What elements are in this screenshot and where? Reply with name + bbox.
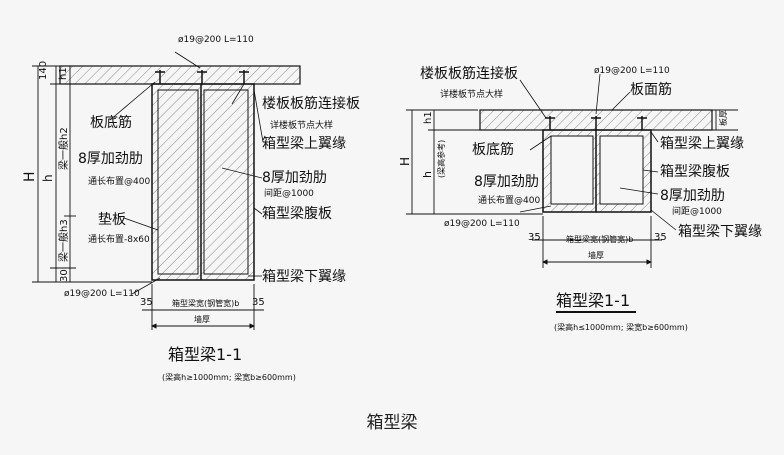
left-dim-h: h [41,174,55,182]
right-slab-face-rebar: 板面筋 [630,81,672,98]
left-stiffener-right: 8厚加劲肋 [262,170,327,186]
left-stiffener-pitch: 通长布置@400 [88,175,150,187]
left-connect-plate: 楼板板筋连接板 [262,95,360,112]
left-dim-h1: h1 [58,67,69,80]
left-shim: 垫板 [98,212,126,228]
left-width-label: 箱型梁宽(钢管宽)b [172,298,239,308]
right-studs [545,116,647,130]
right-stiffener-pitch: 通长布置@400 [478,194,540,206]
left-leaders [109,51,264,295]
right-dim-35a: 35 [528,232,541,243]
left-top-rebar: ø19@200 L=110 [178,35,254,45]
right-section: 楼板板筋连接板 ø19@200 L=110 详楼板节点大样 板面筋 h1 H h… [398,65,762,332]
left-dim-35b: 35 [252,297,265,308]
right-connect-plate: 楼板板筋连接板 [420,65,518,82]
left-dim-H: H [22,171,38,182]
right-width-label: 箱型梁宽(钢管宽)b [566,234,633,244]
right-dim-side: (梁高参考) [436,140,446,178]
right-box-inner-right [599,135,644,205]
right-bottom-rebar: ø19@200 L=110 [444,219,520,229]
right-slab-side: 板厚 [718,110,728,126]
right-stiffener-spacing: 间距@1000 [672,205,722,217]
left-title: 箱型梁1-1 [168,345,242,364]
left-subtitle: (梁高h≥1000mm; 梁宽b≥600mm) [162,372,296,382]
right-lower-flange: 箱型梁下翼缘 [678,224,762,240]
left-box-inner-right [203,89,249,275]
right-leaders [519,73,677,231]
left-section: ø19@200 L=110 140 h1 H h 梁一般h2 梁一般h3 30 … [22,35,360,382]
right-dim-h: h [421,171,434,178]
left-wall-label: 墙厚 [194,314,210,324]
left-stiffener: 8厚加劲肋 [78,151,143,167]
left-node-detail: 详楼板节点大样 [270,119,333,131]
right-dimensions [406,109,738,268]
left-dim-h3: 梁一般h3 [57,219,70,262]
left-board-rebar: 板底筋 [90,114,132,131]
right-wall-label: 墙厚 [588,250,604,260]
right-box-inner-left [550,135,594,205]
left-slab [59,65,301,85]
left-dim-35a: 35 [140,297,153,308]
right-stiffener-left: 8厚加劲肋 [474,174,539,190]
left-box-inner-left [157,89,199,275]
right-web-plate: 箱型梁腹板 [660,163,730,180]
left-bottom-rebar: ø19@200 L=110 [64,289,140,299]
right-dim-H: H [398,157,412,166]
right-stiffener-right: 8厚加劲肋 [660,188,725,204]
left-studs [155,70,249,84]
left-web-plate: 箱型梁腹板 [262,205,332,222]
left-upper-flange: 箱型梁上翼缘 [262,136,346,152]
right-board-rebar: 板底筋 [472,141,514,158]
left-lower-flange: 箱型梁下翼缘 [262,269,346,285]
left-stiffener-spacing: 间距@1000 [264,187,314,199]
left-shim-note: 通长布置-8x60 [88,233,150,245]
right-subtitle: (梁高h≤1000mm; 梁宽b≥600mm) [554,322,688,332]
left-dimensions [32,65,152,283]
left-width-dims [142,284,264,330]
left-dim-30: 30 [59,269,70,282]
right-dim-35b: 35 [654,232,667,243]
figure-caption: 箱型梁 [366,413,418,433]
left-dim-h2: 梁一般h2 [57,127,70,170]
left-dim-140: 140 [38,61,49,80]
right-top-rebar: ø19@200 L=110 [594,66,670,76]
right-dim-h1: h1 [423,111,434,124]
left-box-beam [151,83,255,281]
right-node-detail: 详楼板节点大样 [440,88,503,100]
right-upper-flange: 箱型梁上翼缘 [660,136,744,152]
right-title: 箱型梁1-1 [556,291,630,310]
